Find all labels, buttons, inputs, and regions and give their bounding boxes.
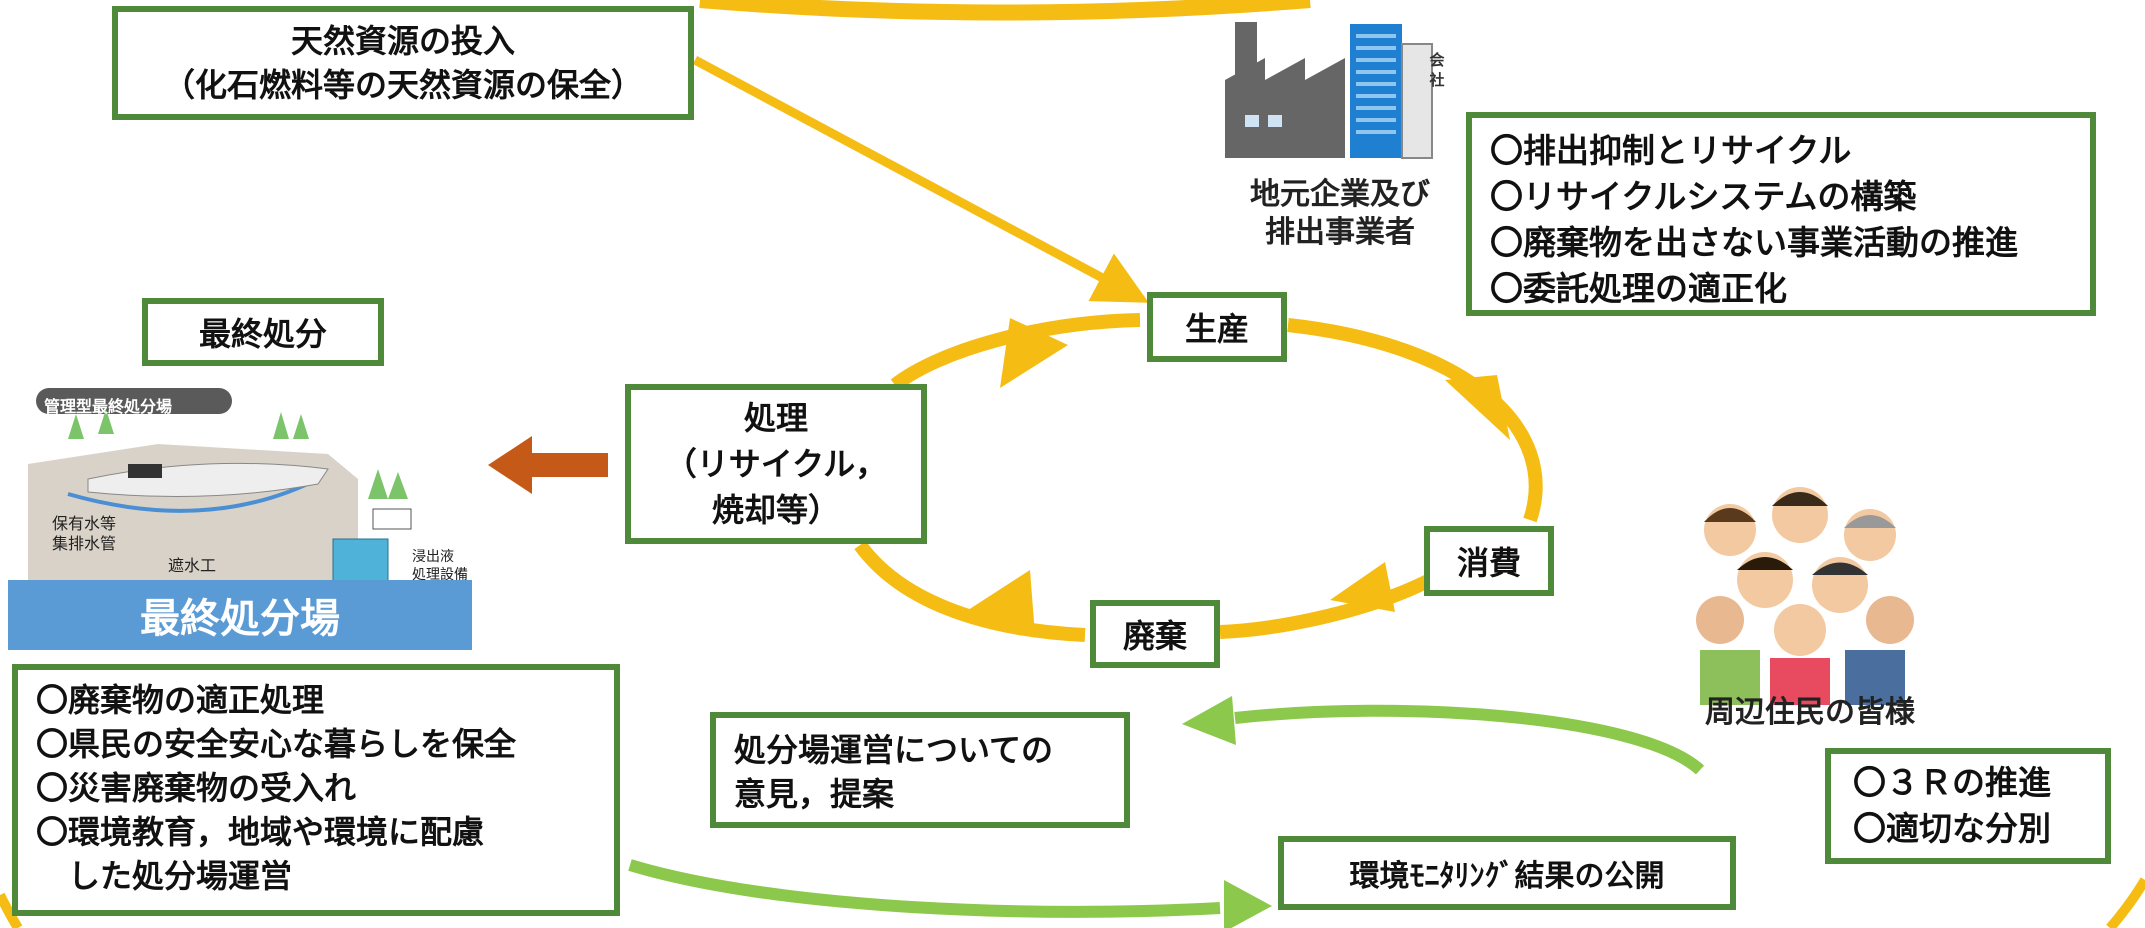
- final-disposal-action-1: 〇廃棄物の適正処理: [36, 681, 325, 719]
- illustration-label-5: 処理設備: [412, 567, 468, 583]
- treatment-box: 処理 （リサイクル， 焼却等）: [625, 384, 927, 544]
- production-box: 生産: [1147, 292, 1287, 362]
- production-label: 生産: [1184, 310, 1249, 348]
- company-action-4: 〇委託処理の適正化: [1490, 269, 1787, 308]
- monitoring-arrow: [628, 859, 1221, 918]
- residents-caption: 周辺住民の皆様: [1690, 694, 1930, 732]
- disposal-box: 廃棄: [1090, 600, 1220, 668]
- factory-icon: [1225, 22, 1345, 158]
- residents-illustration: [1696, 487, 1914, 705]
- final-disposal-label: 最終処分: [198, 315, 327, 353]
- opinions-line-2: 意見，提案: [734, 775, 895, 813]
- monitoring-box: 環境ﾓﾆﾀﾘﾝｸﾞ結果の公開: [1278, 836, 1736, 910]
- final-disposal-action-5: した処分場運営: [36, 857, 293, 895]
- treatment-facility-tank: [332, 538, 389, 582]
- company-action-3: 〇廃棄物を出さない事業活動の推進: [1490, 223, 2018, 262]
- treatment-line-1: 処理: [743, 399, 808, 437]
- trees-icon: [68, 409, 408, 499]
- residents-feedback-arrow: [1234, 704, 1705, 775]
- cycle-arc-treatment-to-production: [890, 313, 1141, 391]
- cycle-arc-disposal-to-treatment: [854, 540, 1086, 642]
- treatment-line-3: 焼却等）: [711, 491, 840, 529]
- final-disposal-actions-box: 〇廃棄物の適正処理 〇県民の安全安心な暮らしを保全 〇災害廃棄物の受入れ 〇環境…: [12, 664, 620, 916]
- illustration-label-4: 浸出液: [412, 549, 454, 565]
- office-building-icon: [1350, 24, 1433, 159]
- residents-feedback-arrowhead: [1182, 696, 1236, 745]
- cycle-arrowhead-1: [1000, 318, 1068, 388]
- company-caption-line-2: 排出事業者: [1265, 215, 1415, 250]
- monitoring-arrowhead: [1224, 880, 1272, 928]
- treatment-line-2: （リサイクル，: [664, 445, 888, 483]
- top-frame-arc: [699, 0, 1311, 21]
- consumption-box: 消費: [1424, 526, 1554, 596]
- company-caption: 地元企業及び 排出事業者: [1225, 176, 1455, 252]
- disposal-arrowhead: [488, 436, 532, 494]
- final-disposal-label-box: 最終処分: [142, 298, 384, 366]
- opinions-line-1: 処分場運営についての: [734, 731, 1054, 769]
- cycle-arrowhead-4: [965, 570, 1035, 635]
- crowd-icon: [1696, 487, 1914, 705]
- illustration-label-3: 遮水工: [168, 556, 217, 575]
- disposal-arrow-shaft: [528, 453, 608, 477]
- company-sign: 会社: [1429, 51, 1445, 89]
- resource-input-arrow: [692, 56, 1149, 303]
- truck-icon: [128, 464, 162, 478]
- company-caption-line-1: 地元企業及び: [1250, 177, 1430, 212]
- treatment-facility-unit: [372, 508, 412, 530]
- landfill-illustration: [28, 388, 412, 584]
- natural-resources-line-1: 天然資源の投入: [290, 22, 515, 60]
- opinions-box: 処分場運営についての 意見，提案: [710, 712, 1130, 828]
- final-disposal-site-banner: 最終処分場: [8, 580, 472, 650]
- cycle-arrowhead-2: [1445, 375, 1510, 440]
- natural-resources-line-2: （化石燃料等の天然資源の保全）: [162, 66, 643, 104]
- final-disposal-action-3: 〇災害廃棄物の受入れ: [36, 769, 357, 807]
- residents-actions-box: 〇３Ｒの推進 〇適切な分別: [1825, 748, 2111, 864]
- cycle-arc-consumption-to-disposal: [1219, 573, 1434, 639]
- monitoring-label: 環境ﾓﾆﾀﾘﾝｸﾞ結果の公開: [1349, 859, 1665, 894]
- cycle-arrowhead-3: [1330, 562, 1395, 612]
- company-action-2: 〇リサイクルシステムの構築: [1490, 177, 1917, 216]
- residents-action-2: 〇適切な分別: [1853, 809, 2051, 848]
- landfill-liner: [67, 477, 319, 513]
- illustration-title: 管理型最終処分場: [44, 397, 173, 416]
- final-disposal-action-4: 〇環境教育，地域や環境に配慮: [36, 813, 485, 851]
- disposal-label: 廃棄: [1122, 617, 1187, 655]
- company-action-1: 〇排出抑制とリサイクル: [1490, 131, 1852, 170]
- illustration-label-1: 保有水等: [52, 514, 117, 533]
- right-frame-arc: [2106, 877, 2145, 928]
- final-disposal-action-2: 〇県民の安全安心な暮らしを保全: [36, 725, 517, 763]
- residents-action-1: 〇３Ｒの推進: [1853, 763, 2051, 802]
- company-actions-box: 〇排出抑制とリサイクル 〇リサイクルシステムの構築 〇廃棄物を出さない事業活動の…: [1466, 112, 2096, 316]
- illustration-label-2: 集排水管: [52, 534, 117, 553]
- left-frame-arc: [0, 892, 23, 928]
- residents-caption-text: 周辺住民の皆様: [1705, 695, 1915, 730]
- company-illustration: [1225, 22, 1433, 159]
- natural-resources-box: 天然資源の投入 （化石燃料等の天然資源の保全）: [112, 6, 694, 120]
- consumption-label: 消費: [1456, 544, 1521, 582]
- illustration-title-badge: [36, 388, 232, 414]
